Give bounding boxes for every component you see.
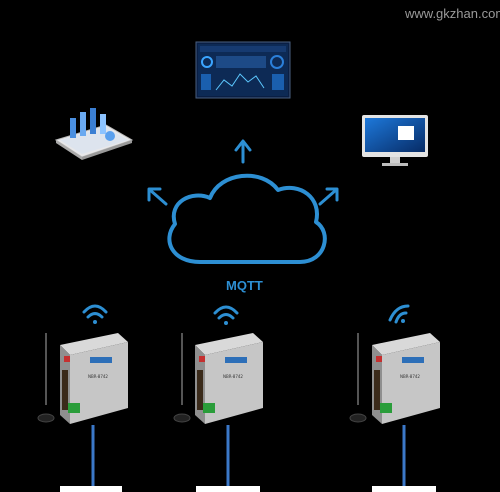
bottom-tab (196, 486, 260, 492)
protocol-label: MQTT (226, 278, 263, 293)
bottom-tab (372, 486, 436, 492)
wifi-icon (388, 304, 410, 324)
device-model-label: NBR-8742 (223, 374, 243, 379)
cloud-icon (167, 173, 327, 264)
gateway-device: NBR-8742 (173, 333, 263, 424)
tablet-dashboard-icon (54, 108, 134, 160)
arrow-up-right-icon (318, 187, 339, 206)
device-model-label: NBR-8742 (88, 374, 108, 379)
desktop-monitor-icon (362, 115, 428, 166)
gateway-device: NBR-8742 (37, 333, 128, 424)
dashboard-screen-icon (195, 41, 291, 99)
arrow-up-icon (234, 139, 252, 164)
wifi-icon (82, 304, 108, 324)
watermark: www.gkzhan.com (405, 6, 500, 21)
bottom-tab (60, 486, 122, 492)
wifi-icon (213, 305, 239, 325)
arrow-up-left-icon (147, 187, 168, 206)
device-model-label: NBR-8742 (400, 374, 420, 379)
gateway-device: NBR-8742 (349, 333, 440, 424)
